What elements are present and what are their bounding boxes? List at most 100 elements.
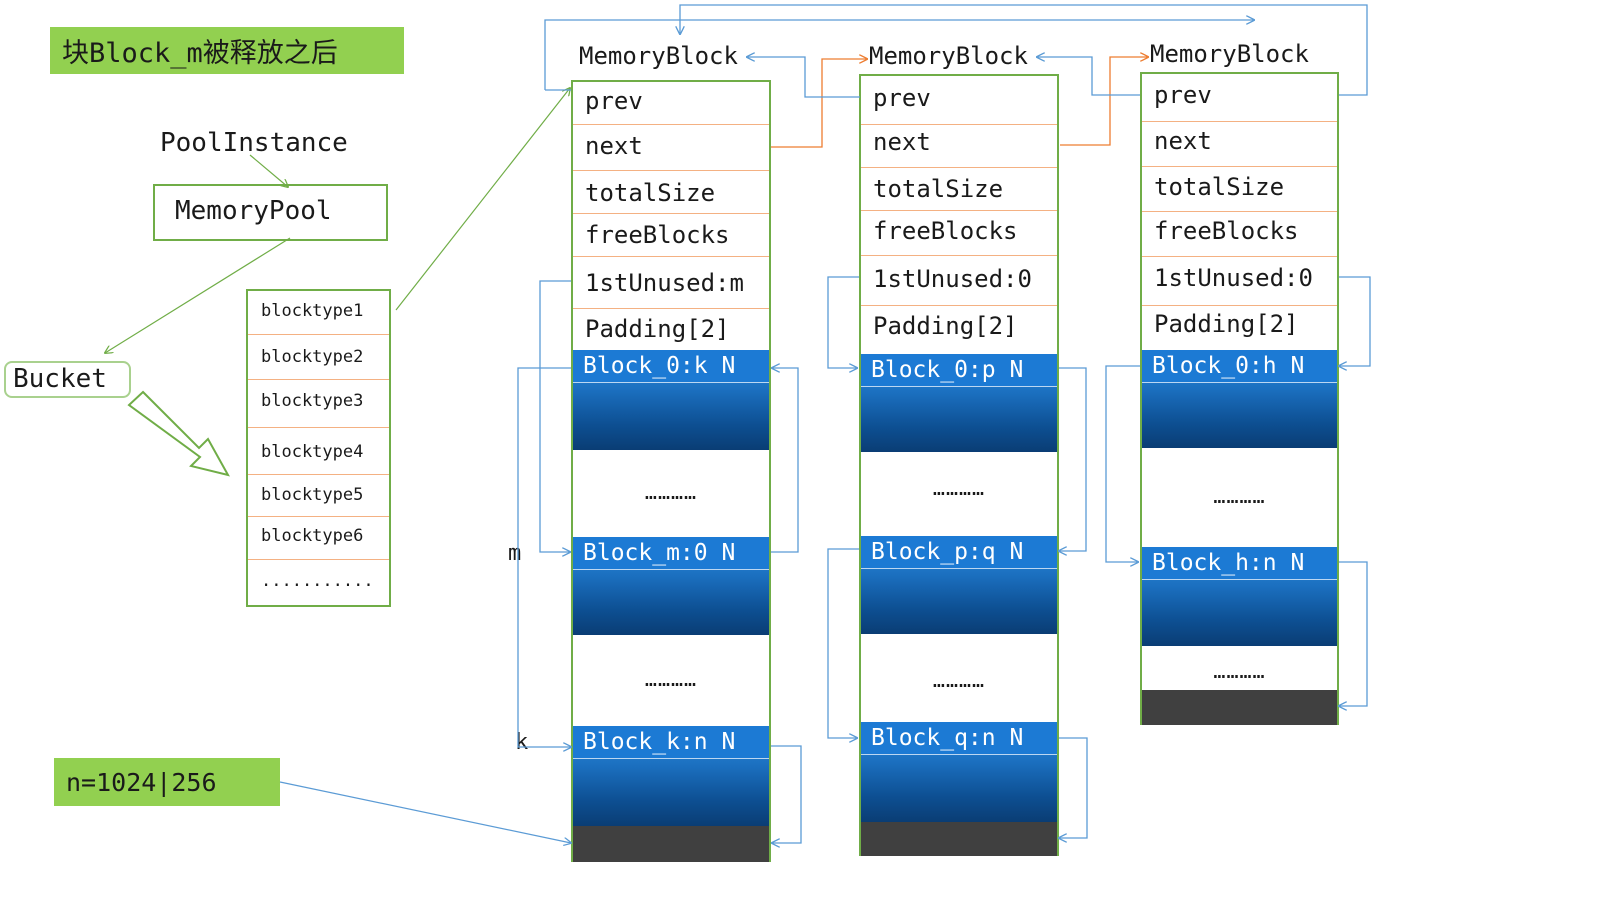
free-link-m-0 [771,368,799,553]
free-link-p-q [827,548,859,738]
memory-pool-to-bucket-arrow [105,237,291,353]
block-cell: Block_k:n N [573,726,769,826]
blocktype-table: blocktype1 blocktype2 blocktype3 blockty… [246,289,391,607]
memory-block-3: prev next totalSize freeBlocks 1stUnused… [1140,72,1339,725]
blocktype-separator [248,559,389,560]
blocktype-separator [248,427,389,428]
blocktype-to-memory-block-arrow [395,88,570,311]
field-separator [573,256,769,257]
field-separator [573,170,769,171]
field-separator [573,308,769,309]
field-separator [1142,256,1337,257]
prev-link-3 [1037,57,1140,96]
field-separator [861,305,1057,306]
field-free-blocks: freeBlocks [873,217,1018,245]
field-first-unused: 1stUnused:0 [1154,264,1313,292]
next-link-2 [1060,57,1148,146]
field-separator [1142,305,1337,306]
free-link-0-p [1059,367,1087,551]
blocktype-separator [248,516,389,517]
ellipsis: ………… [932,476,986,500]
first-unused-link-3 [1339,276,1371,366]
memory-block-title-1: MemoryBlock [579,42,738,70]
field-separator [861,124,1057,125]
block-cell: Block_0:h N [1142,350,1337,448]
field-total-size: totalSize [585,179,716,207]
prev-link-2 [747,57,860,98]
field-prev: prev [585,87,643,115]
field-first-unused: 1stUnused:m [585,269,744,297]
bucket-box: Bucket [4,361,131,398]
field-padding: Padding[2] [585,315,730,343]
field-prev: prev [1154,81,1212,109]
block-tail [1142,690,1337,725]
field-separator [1142,211,1337,212]
blocktype-separator [248,474,389,475]
ellipsis: ………… [644,667,698,691]
block-label: Block_k:n N [573,726,769,759]
block-cell: Block_m:0 N [573,537,769,635]
field-first-unused: 1stUnused:0 [873,265,1032,293]
ellipsis: ………… [1213,659,1266,683]
ellipsis: ………… [1213,484,1266,508]
block-cell: Block_0:k N [573,350,769,450]
n-size-label: n=1024|256 [54,758,280,806]
memory-block-title-2: MemoryBlock [869,42,1028,70]
free-link-0-h [1105,365,1140,562]
block-label: Block_m:0 N [573,537,769,570]
block-cell: Block_0:p N [861,354,1057,452]
memory-pool-box: MemoryPool [153,184,388,241]
block-cell: Block_p:q N [861,536,1057,634]
field-free-blocks: freeBlocks [1154,217,1299,245]
diagram-title: 块Block_m被释放之后 [50,27,404,74]
field-prev: prev [873,84,931,112]
blocktype-row: blocktype3 [261,391,364,411]
first-unused-link-2 [827,276,859,368]
field-separator [573,213,769,214]
free-link-h-n [1339,561,1368,706]
block-label: Block_q:n N [861,722,1057,755]
field-next: next [1154,127,1212,155]
field-free-blocks: freeBlocks [585,221,730,249]
block-label: Block_0:h N [1142,350,1337,383]
block-cell: Block_h:n N [1142,547,1337,646]
field-next: next [873,128,931,156]
memory-pool-label: MemoryPool [175,196,332,226]
free-link-0-k [517,367,571,747]
field-separator [573,124,769,125]
ellipsis: ………… [644,480,698,504]
ellipsis: ………… [932,668,986,692]
bucket-big-arrow [127,390,230,477]
free-link-k-n [771,745,802,843]
n-label-arrow [279,781,571,843]
block-label: Block_h:n N [1142,547,1337,580]
field-padding: Padding[2] [1154,310,1299,338]
field-separator [861,255,1057,256]
field-separator [861,167,1057,168]
field-total-size: totalSize [873,175,1004,203]
block-tail [861,822,1057,856]
blocktype-separator [248,379,389,380]
next-link-1 [771,59,867,148]
memory-block-2: prev next totalSize freeBlocks 1stUnused… [859,74,1059,856]
blocktype-row: blocktype1 [261,301,364,321]
pool-instance-label: PoolInstance [160,128,348,158]
first-unused-link-1 [539,280,571,552]
field-next: next [585,132,643,160]
field-separator [1142,121,1337,122]
blocktype-row: blocktype5 [261,485,364,505]
block-cell: Block_q:n N [861,722,1057,822]
memory-block-title-3: MemoryBlock [1150,40,1309,68]
block-label: Block_0:k N [573,350,769,383]
field-separator [1142,166,1337,167]
blocktype-row: ........... [261,571,374,591]
blocktype-row: blocktype4 [261,442,364,462]
blocktype-row: blocktype2 [261,347,364,367]
blocktype-row: blocktype6 [261,526,364,546]
top-loop-line [544,20,1254,90]
bucket-label: Bucket [13,364,107,394]
top-loop-line-outer [680,4,1368,96]
field-separator [861,210,1057,211]
block-label: Block_0:p N [861,354,1057,387]
field-total-size: totalSize [1154,173,1285,201]
